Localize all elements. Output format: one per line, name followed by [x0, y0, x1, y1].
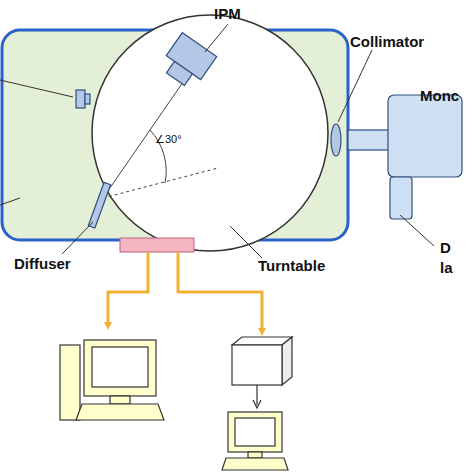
detector-head — [85, 94, 90, 104]
collimator-label: Collimator — [350, 34, 424, 51]
diffuser-label: Diffuser — [14, 256, 71, 273]
collimator-lens — [331, 124, 341, 156]
cable — [108, 252, 148, 326]
cable — [178, 252, 262, 332]
controller-box — [232, 337, 292, 408]
port — [348, 130, 390, 150]
leader-line — [205, 24, 228, 52]
interface-port — [120, 238, 194, 252]
ipm-device — [158, 33, 216, 91]
angle-label: ∠30° — [155, 133, 182, 145]
leader-line — [62, 222, 93, 254]
leader-line — [0, 80, 73, 97]
leader-line — [230, 226, 262, 258]
monochromator-label: Monc — [420, 88, 459, 105]
diffuser-plate — [88, 182, 110, 228]
lamp — [390, 177, 412, 219]
computer — [60, 340, 164, 420]
computer — [222, 412, 288, 470]
dashed-line — [103, 168, 218, 198]
ipm-label: IPM — [214, 6, 241, 23]
leader-line — [400, 215, 434, 246]
lamp-label: D — [440, 240, 451, 257]
turntable-label: Turntable — [258, 258, 325, 275]
monochromator — [388, 95, 462, 177]
lamp-label: la — [440, 260, 453, 277]
leader-line — [0, 198, 20, 205]
detector — [76, 90, 85, 108]
beam-line — [103, 72, 190, 198]
leader-line — [338, 50, 372, 122]
turntable-disc — [92, 15, 328, 251]
